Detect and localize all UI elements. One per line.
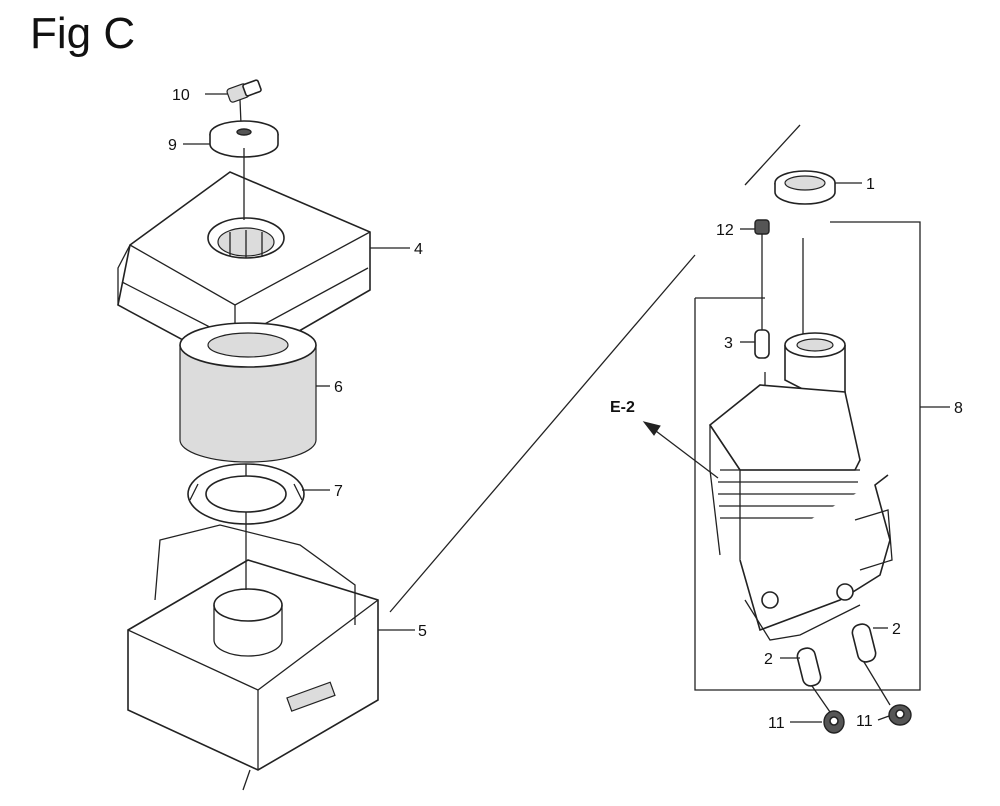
reference-label-e2: E-2 — [610, 399, 635, 416]
callout-3: 3 — [724, 335, 733, 352]
connection-line — [389, 254, 696, 613]
part-1-seal — [744, 124, 836, 205]
part-12-bolt — [754, 219, 770, 330]
leaders-left — [183, 93, 415, 631]
callout-10: 10 — [172, 87, 190, 104]
part-4-cover — [117, 148, 371, 369]
callout-5: 5 — [418, 623, 427, 640]
part-2-pin-b — [796, 647, 831, 713]
callout-11-right: 11 — [856, 713, 873, 730]
callout-1: 1 — [866, 176, 875, 193]
callout-6: 6 — [334, 379, 343, 396]
part-9-washer — [209, 120, 279, 158]
part-5-case — [127, 524, 379, 791]
callout-9: 9 — [168, 137, 177, 154]
part-11-nut-a — [823, 710, 845, 734]
reference-arrow-e2 — [642, 421, 719, 479]
callout-7: 7 — [334, 483, 343, 500]
part-6-filter-element — [179, 322, 317, 463]
part-3-collar — [754, 329, 770, 359]
callout-12: 12 — [716, 222, 734, 239]
callout-2-right: 2 — [892, 621, 901, 638]
callout-8: 8 — [954, 400, 963, 417]
elbow-body — [708, 332, 893, 641]
callout-4: 4 — [414, 241, 423, 258]
figure-title: Fig C — [30, 9, 136, 58]
part-8-bracket — [694, 221, 921, 691]
leaders-right — [740, 182, 950, 723]
callout-11-left: 11 — [768, 715, 785, 732]
part-11-nut-b — [888, 704, 912, 726]
part-2-pin-a — [851, 623, 891, 706]
part-7-grid — [187, 463, 305, 525]
callout-2-left: 2 — [764, 651, 773, 668]
part-10-bolt — [226, 79, 262, 125]
